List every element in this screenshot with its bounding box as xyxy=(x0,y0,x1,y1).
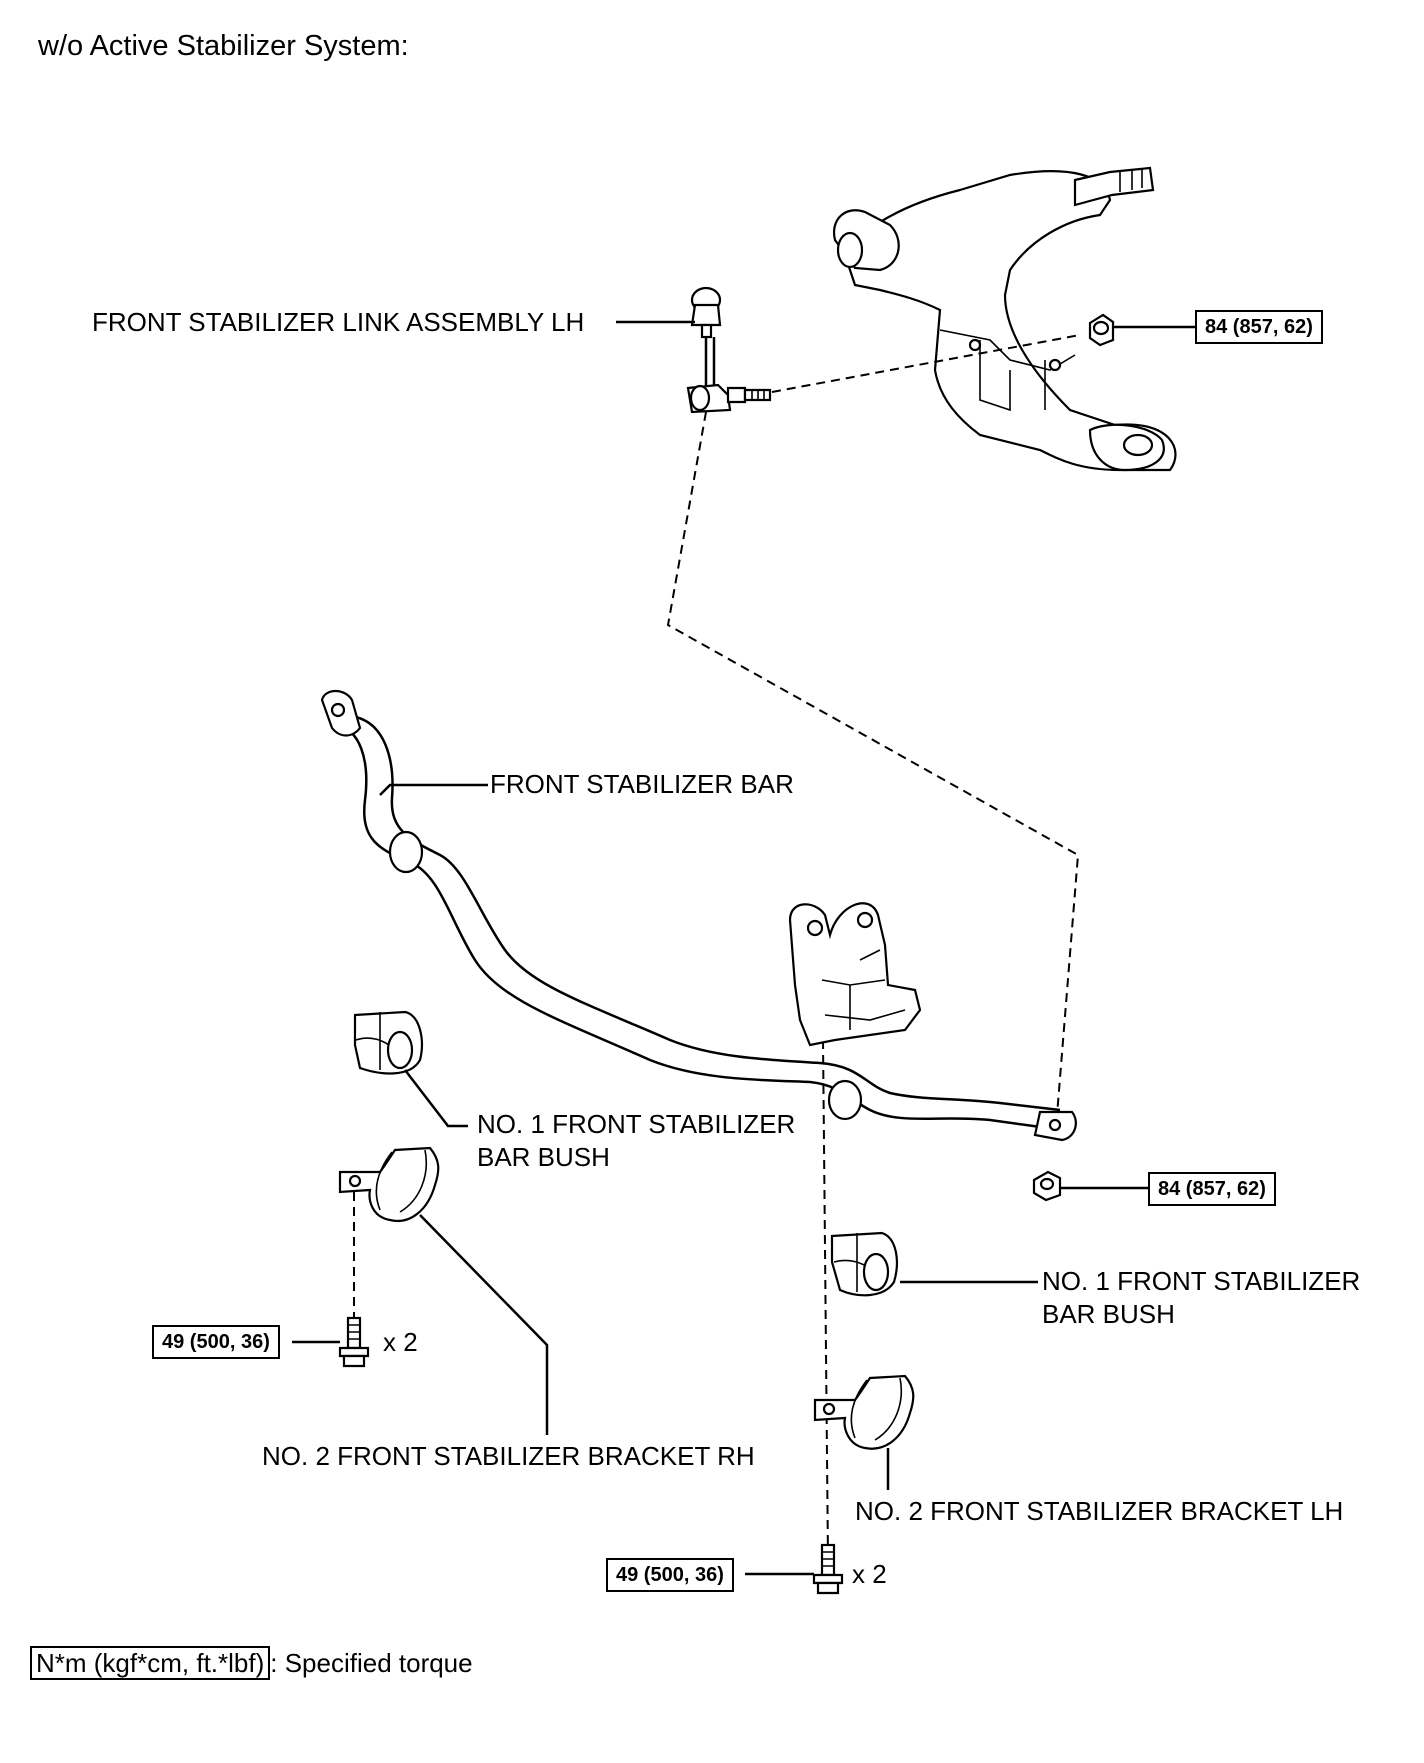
front-stabilizer-bar xyxy=(320,689,1077,1142)
bush-rh xyxy=(353,1010,423,1075)
label-bracket-lh: NO. 2 FRONT STABILIZER BRACKET LH xyxy=(855,1496,1344,1526)
label-bracket-rh: NO. 2 FRONT STABILIZER BRACKET RH xyxy=(262,1441,755,1471)
label-bush-rh-line1: NO. 1 FRONT STABILIZER xyxy=(477,1109,796,1139)
qty-bolt-rh: x 2 xyxy=(383,1327,418,1357)
label-bush-lh-line2: BAR BUSH xyxy=(1042,1299,1175,1329)
legend-unit-box: N*m (kgf*cm, ft.*lbf) xyxy=(30,1646,271,1680)
torque-legend: N*m (kgf*cm, ft.*lbf): Specified torque xyxy=(30,1646,473,1680)
stabilizer-link xyxy=(686,286,772,414)
arm-nut xyxy=(1088,313,1115,347)
link-to-arm-dash xyxy=(771,334,1081,393)
bolt-rh xyxy=(338,1316,370,1368)
bracket-lh-bolt-dash xyxy=(822,1039,829,1561)
label-bush-rh-line2: BAR BUSH xyxy=(477,1142,610,1172)
page-title: w/o Active Stabilizer System: xyxy=(38,30,409,62)
frame-bracket xyxy=(788,902,922,1047)
legend-description: : Specified torque xyxy=(270,1648,473,1678)
label-front-stabilizer-bar: FRONT STABILIZER BAR xyxy=(490,769,794,799)
label-bush-lh-line1: NO. 1 FRONT STABILIZER xyxy=(1042,1266,1361,1296)
leader-lines xyxy=(292,320,1195,1576)
bolt-lh xyxy=(812,1543,844,1595)
torque-arm-nut: 84 (857, 62) xyxy=(1195,310,1323,344)
lower-control-arm xyxy=(832,166,1177,472)
label-link-lh: FRONT STABILIZER LINK ASSEMBLY LH xyxy=(92,307,585,337)
link-to-bar-dash xyxy=(666,411,1080,1141)
torque-bar-nut: 84 (857, 62) xyxy=(1148,1172,1276,1206)
bracket-rh xyxy=(338,1146,440,1223)
bracket-lh xyxy=(813,1374,915,1450)
bar-nut xyxy=(1032,1170,1062,1202)
torque-bolt-lh: 49 (500, 36) xyxy=(606,1558,734,1592)
qty-bolt-lh: x 2 xyxy=(852,1559,887,1589)
torque-bolt-rh: 49 (500, 36) xyxy=(152,1325,280,1359)
bush-lh xyxy=(830,1231,898,1297)
